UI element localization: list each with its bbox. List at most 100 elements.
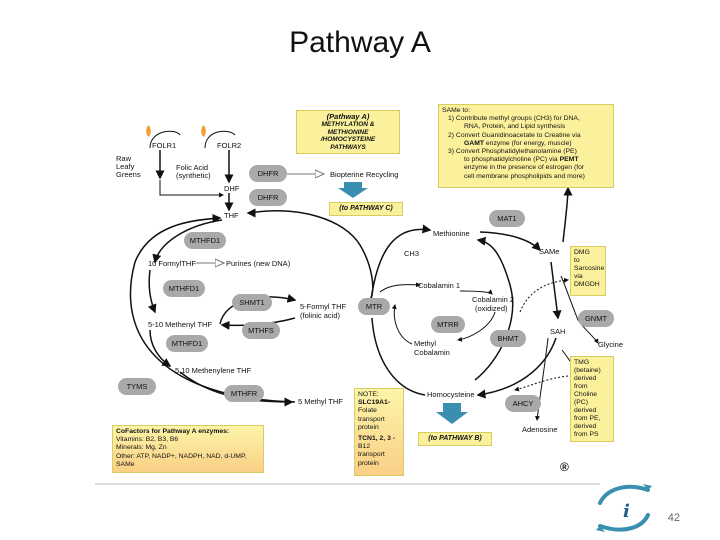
pemt-prefix: to phosphatidylcholine (PC) via <box>464 156 560 164</box>
methyl-thf-label: 5 Methyl THF <box>298 397 343 406</box>
slc-line7: B12 <box>358 443 371 451</box>
biopterine-label: Biopterine Recycling <box>330 170 399 179</box>
tmg-line7: from PE, <box>574 415 601 422</box>
info-icon: i <box>596 484 652 532</box>
same-uses-heading: SAMe to: <box>442 107 470 114</box>
slc-line4: transport <box>358 415 385 423</box>
tmg-line0: TMG <box>574 359 590 366</box>
same-uses-item1-line1: 1) Contribute methyl groups (CH3) for DN… <box>448 115 580 123</box>
pathway-header-line1: (Pathway A) <box>326 112 370 121</box>
folr2-curve <box>204 130 236 149</box>
cobalamin2-line2: (oxidized) <box>475 304 508 313</box>
cobalamin1-label: Cobalamin 1 <box>418 281 461 290</box>
methionine-to-same-arrow <box>479 231 542 252</box>
raw-leafy-greens-line1: Raw <box>116 154 132 163</box>
homocysteine-label: Homocysteine <box>427 390 475 399</box>
raw-leafy-greens-line3: Greens <box>116 170 141 179</box>
to-pathway-c-label: (to PATHWAY C) <box>339 205 393 212</box>
slc-line3: Folate <box>358 407 377 415</box>
tmg-note: TMG (betaine) derived from Choline (PC) … <box>570 356 614 442</box>
dmg-line3: via <box>574 273 583 280</box>
bhmt-oval: BHMT <box>490 330 526 347</box>
ch3-label: CH3 <box>404 249 420 258</box>
folic-acid-line2: (synthetic) <box>176 171 211 180</box>
to-pathway-c-note: (to PATHWAY C) <box>329 202 403 216</box>
cofactors-minerals: Minerals: Mg, Zn <box>116 444 167 452</box>
tyms-oval: TYMS <box>118 378 156 395</box>
methyl-cobalamin-line2: Cobalamin <box>414 348 450 357</box>
five-formyl-thf-line1: 5-Formyl THF <box>300 302 347 311</box>
slc-line8: transport <box>358 451 385 459</box>
dmg-note: DMG to Sarcosine via DMGDH <box>570 246 606 296</box>
cob2-to-methylcob-arrow <box>457 311 496 342</box>
same-uses-item2-line2: GAMT enzyme (for energy, muscle) <box>442 140 610 148</box>
dhfr-oval-1: DHFR <box>249 165 287 182</box>
sah-label: SAH <box>550 327 566 336</box>
methyl-to-thf-outer-arrow <box>129 214 296 403</box>
dmg-line1: to <box>574 257 580 264</box>
dhf-label: DHF <box>224 184 240 193</box>
tmg-line8: derived <box>574 423 597 430</box>
dmg-dotted-arrow <box>519 277 569 313</box>
methenyl-thf-label: 5-10 Methenyl THF <box>148 320 213 329</box>
cofactors-other: Other: ATP, NADP+, NADPH, NAD, d-UMP, <box>116 452 247 460</box>
homocysteine-to-mtr-arc <box>371 317 426 396</box>
same-uses-item3-line3: enzyme in the presence of estrogen (for <box>464 164 585 172</box>
pathway-header-line3: METHIONINE /HOMOCYSTEINE <box>320 128 376 144</box>
mtrr-oval: MTRR <box>431 316 465 333</box>
formyl-thf-label: 10 FormylTHF <box>148 259 196 268</box>
folr1-label: FOLR1 <box>152 141 177 150</box>
slc-line5: protein <box>358 423 379 431</box>
same-uses-item2-line1: 2) Convert Guanidinoacetate to Creatine … <box>448 131 581 139</box>
sah-to-adenosine-arrow <box>534 337 549 421</box>
cofactors-other2: SAMe <box>116 460 135 468</box>
cofactors-vitamins: Vitamins: B2, B3, B6 <box>116 436 179 444</box>
pathway-header-note: (Pathway A) METHYLATION & METHIONINE /HO… <box>296 110 400 154</box>
dhfr-oval-2: DHFR <box>249 189 287 206</box>
slc-line6: TCN1, 2, 3 - <box>358 435 396 443</box>
same-label: SAMe <box>539 247 560 256</box>
to-pathway-b-note: (to PATHWAY B) <box>418 432 492 446</box>
ahcy-oval: AHCY <box>505 395 541 412</box>
mtr-to-methionine-arrow <box>370 224 432 301</box>
same-to-notes-arrow <box>562 186 573 243</box>
same-uses-item3-line2: to phosphatidylcholine (PC) via PEMT <box>442 156 610 164</box>
cofactors-heading: CoFactors for Pathway A enzymes: <box>116 428 230 435</box>
thf-label: THF <box>224 211 239 220</box>
mtr-to-cob1-arrow <box>379 282 421 293</box>
tmg-line3: from <box>574 383 588 390</box>
methylene-thf-label: 5,10 Methenylene THF <box>175 366 252 375</box>
same-uses-item3-line1: 3) Convert Phosphatidylethanolamine (PE) <box>448 148 577 156</box>
folr1-to-dhf-arrow <box>159 180 224 198</box>
tmg-line4: Choline <box>574 391 598 398</box>
folr1-curve <box>149 130 181 149</box>
cofactors-note: CoFactors for Pathway A enzymes: Vitamin… <box>112 425 264 473</box>
teal-arrow-c <box>338 182 368 198</box>
purines-label: Purines (new DNA) <box>226 259 291 268</box>
folic-acid-line1: Folic Acid <box>176 163 209 172</box>
tmg-line1: (betaine) <box>574 367 601 374</box>
dmg-line2: Sarcosine <box>574 265 605 272</box>
tmg-line6: derived <box>574 407 597 414</box>
cob1-to-cob2-arrow <box>459 289 493 295</box>
pemt-label: PEMT <box>559 156 579 164</box>
mtr-upper-arc <box>249 210 374 301</box>
tmg-line2: derived <box>574 375 597 382</box>
pathway-header-line2: METHYLATION & <box>321 120 375 128</box>
tmg-line9: from PS <box>574 431 599 438</box>
mthfr-oval: MTHFR <box>224 385 264 402</box>
slide-title: Pathway A <box>289 26 431 59</box>
slc-line1: NOTE: <box>358 391 379 398</box>
page-number: 42 <box>667 512 680 524</box>
bhmt-arrow <box>474 236 514 381</box>
teal-arrow-b <box>436 403 468 424</box>
slc-line9: protein <box>358 459 379 467</box>
methylcob-to-mtr-arrow <box>391 304 413 345</box>
sah-to-homocysteine-arrow <box>476 337 557 399</box>
mthfd1-oval-2: MTHFD1 <box>163 280 205 297</box>
svg-text:i: i <box>623 501 630 522</box>
same-to-sah-arrow <box>550 261 562 320</box>
thf-to-formyl-arrow <box>152 219 223 264</box>
